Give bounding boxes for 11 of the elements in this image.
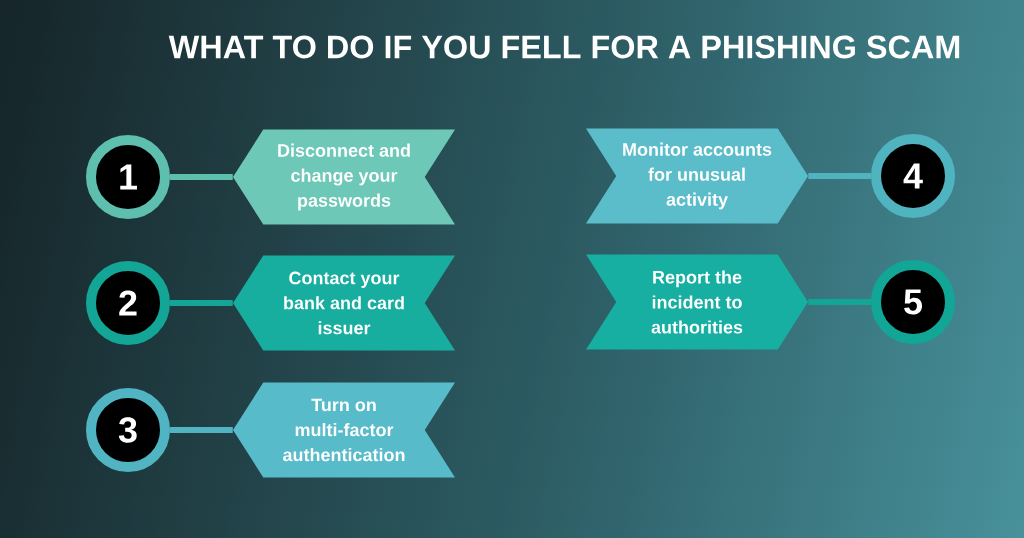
chevron-box: Turn on multi-factor authentication	[233, 382, 455, 478]
title: WHAT TO DO IF YOU FELL FOR A PHISHING SCAM	[168, 35, 960, 59]
connector-line	[170, 427, 233, 433]
connector-line	[808, 173, 871, 179]
connector-line	[170, 174, 233, 180]
connector-line	[170, 300, 233, 306]
chevron-box: Contact your bank and card issuer	[233, 255, 455, 351]
chevron-box: Report the incident to authorities	[586, 254, 808, 350]
chevron-box: Monitor accounts for unusual activity	[586, 128, 808, 224]
chevron-box: Disconnect and change your passwords	[233, 129, 455, 225]
connector-line	[808, 299, 871, 305]
